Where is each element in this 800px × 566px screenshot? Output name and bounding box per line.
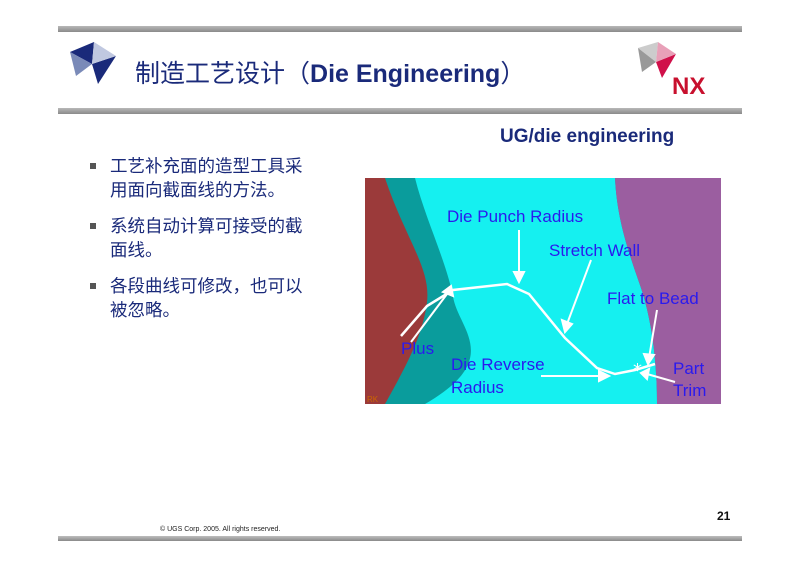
top-divider-bar bbox=[58, 26, 742, 32]
subtitle: UG/die engineering bbox=[500, 126, 675, 147]
cyan-region bbox=[415, 178, 657, 404]
label-part: Part bbox=[673, 359, 704, 378]
label-stretch-wall: Stretch Wall bbox=[549, 241, 640, 260]
list-item: 系统自动计算可接受的截面线。 bbox=[88, 215, 308, 263]
page-number: 21 bbox=[717, 509, 731, 523]
header-divider-bar bbox=[58, 108, 742, 114]
footer-divider-bar bbox=[58, 536, 742, 541]
label-plus: Plus bbox=[401, 339, 434, 358]
label-trim: Trim bbox=[673, 381, 706, 400]
bullet-list: 工艺补充面的造型工具采用面向截面线的方法。 系统自动计算可接受的截面线。 各段曲… bbox=[88, 155, 308, 335]
bullet-square-icon bbox=[90, 163, 96, 169]
arrow-flat-to-bead bbox=[648, 309, 658, 359]
list-item: 工艺补充面的造型工具采用面向截面线的方法。 bbox=[88, 155, 308, 203]
corner-tag: RK bbox=[367, 395, 379, 404]
label-flat-to-bead: Flat to Bead bbox=[607, 289, 699, 308]
dark-red-region bbox=[365, 178, 428, 404]
star-marker-icon: * bbox=[633, 360, 642, 381]
nx-logo-icon: NX bbox=[638, 42, 705, 98]
copyright-text: © UGS Corp. 2005. All rights reserved. bbox=[160, 526, 281, 533]
title-chinese: 制造工艺设计（ bbox=[135, 59, 311, 88]
page-title: 制造工艺设计（Die Engineering） bbox=[135, 54, 525, 90]
label-radius: Radius bbox=[451, 378, 504, 397]
purple-region bbox=[615, 178, 721, 404]
arrow-part-trim bbox=[646, 373, 676, 383]
title-english: Die Engineering bbox=[310, 60, 501, 88]
nx-logo-text: NX bbox=[672, 73, 705, 98]
die-section-diagram: * Die Punch Radius Stretch Wall Flat to … bbox=[365, 178, 721, 404]
ugs-logo-icon bbox=[70, 42, 116, 84]
label-die-reverse: Die Reverse bbox=[451, 355, 545, 374]
annotation-arrows bbox=[410, 230, 676, 383]
list-item: 各段曲线可修改，也可以被忽略。 bbox=[88, 275, 308, 323]
section-curve bbox=[400, 282, 656, 376]
title-close-paren: ） bbox=[500, 59, 526, 88]
bullet-square-icon bbox=[90, 283, 96, 289]
arrow-stretch-wall bbox=[566, 259, 592, 325]
arrow-plus bbox=[410, 293, 448, 343]
label-die-punch-radius: Die Punch Radius bbox=[447, 207, 583, 226]
bullet-square-icon bbox=[90, 223, 96, 229]
